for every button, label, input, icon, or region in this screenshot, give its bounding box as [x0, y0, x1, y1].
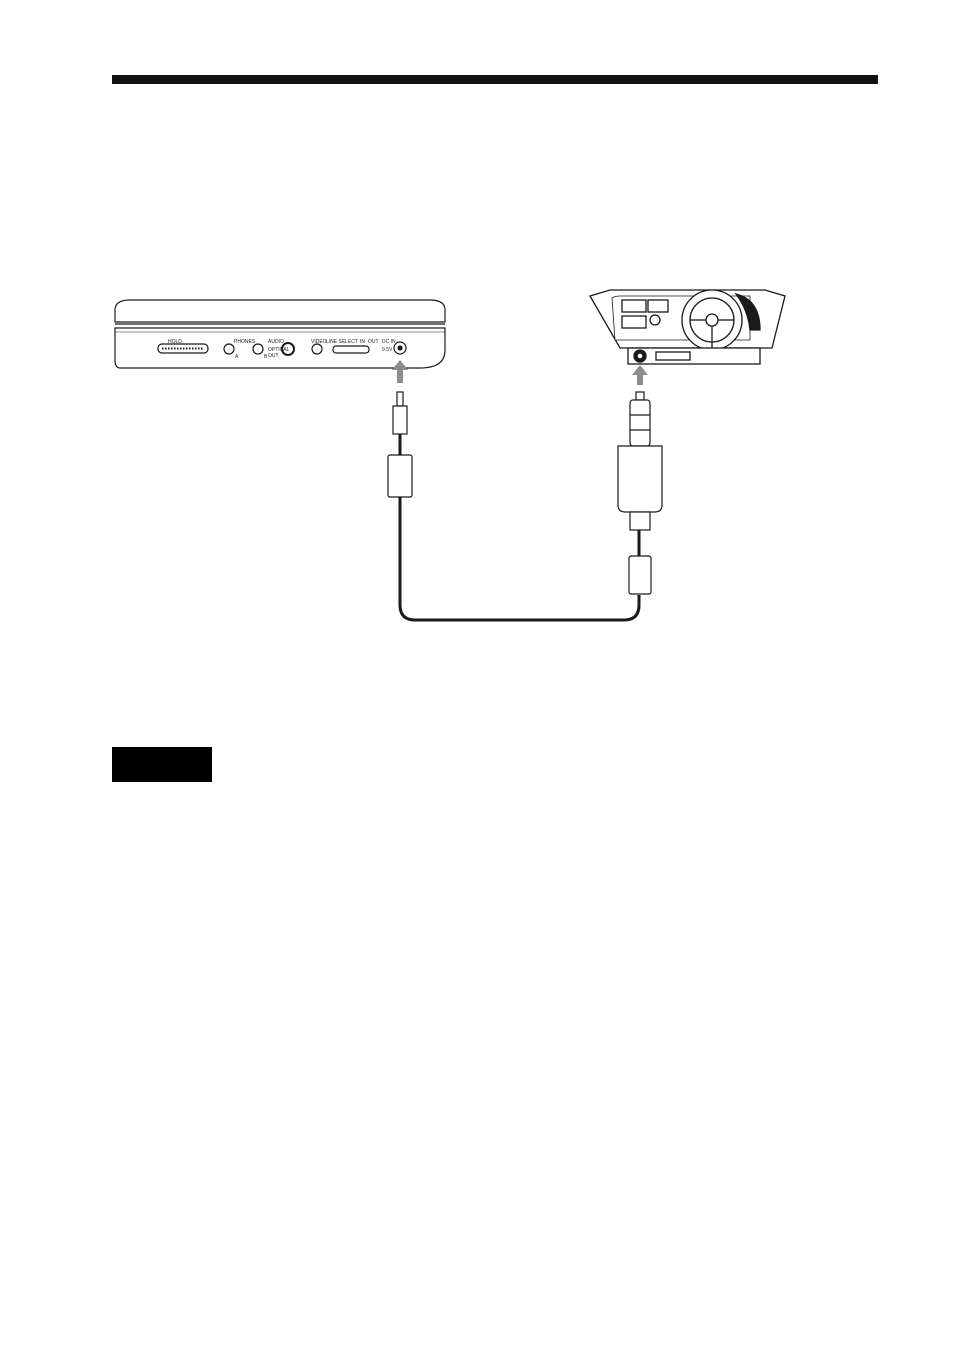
- phones-label: PHONES: [234, 339, 256, 345]
- ferrite-core: [629, 556, 651, 594]
- top-rule: [112, 75, 878, 84]
- hold-label: HOLD: [168, 339, 182, 345]
- dc-in-label: DC IN: [382, 339, 396, 345]
- dvd-player: [115, 300, 445, 368]
- line-out-label: OUT: [368, 339, 379, 345]
- connection-diagram: HOLD PHONES A B AUDIO OPTICAL OUT VIDEO …: [100, 280, 800, 640]
- dc-plug: [388, 392, 412, 497]
- car-dashboard: [590, 290, 785, 364]
- audio-out-label: OUT: [268, 353, 279, 359]
- ferrite-core: [388, 455, 412, 497]
- up-arrow-icon: [632, 365, 648, 385]
- car-adapter: [618, 392, 662, 594]
- video-label: VIDEO: [311, 339, 327, 345]
- line-select-label: LINE SELECT: [326, 339, 358, 345]
- notes-badge: [112, 747, 212, 782]
- audio-label: AUDIO: [268, 339, 284, 345]
- cable: [400, 497, 639, 620]
- voltage-label: 9.5V: [382, 347, 393, 353]
- line-in-label: IN: [360, 339, 365, 345]
